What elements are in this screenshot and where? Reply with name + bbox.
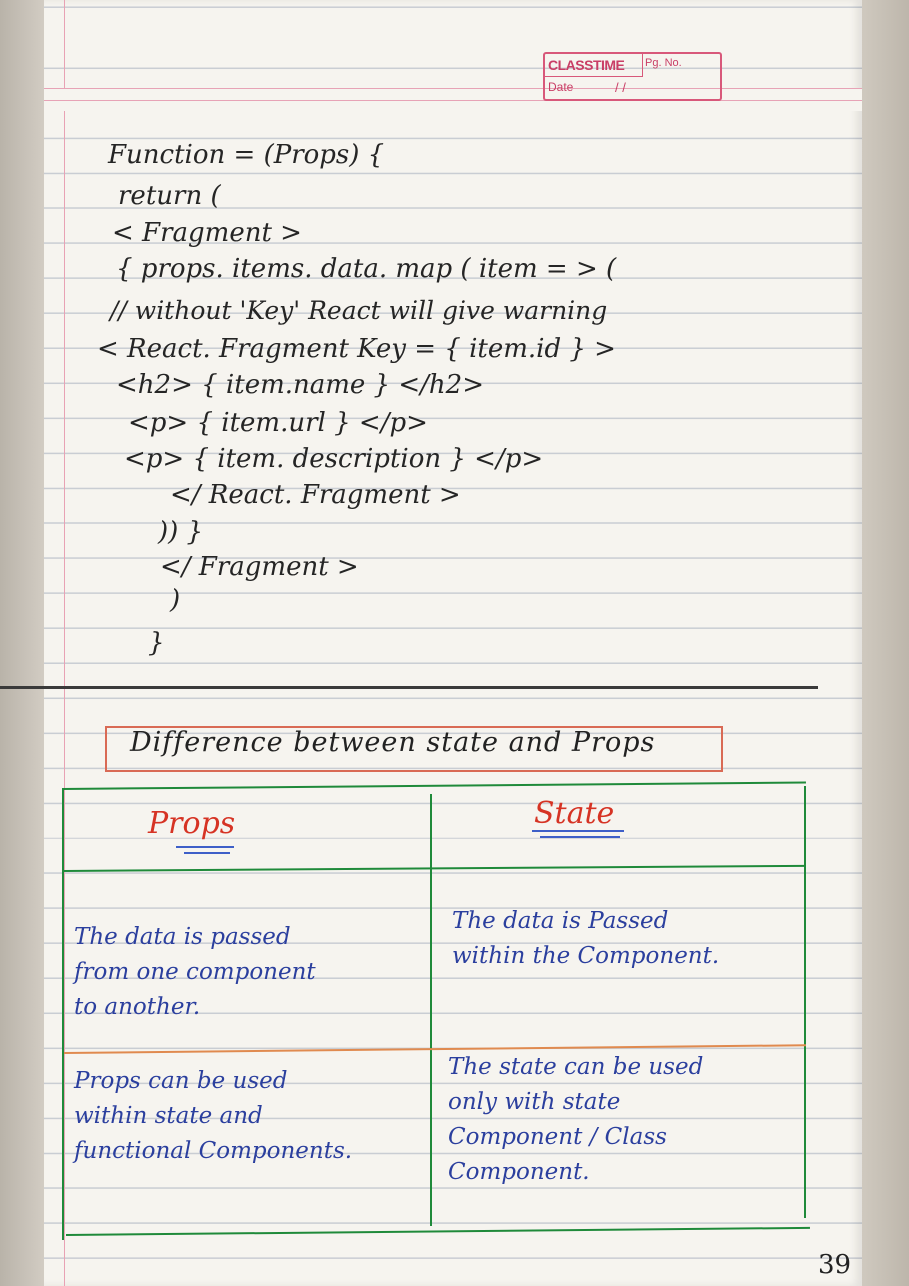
- code-line: { props. items. data. map ( item = > (: [116, 254, 617, 284]
- classtime-stamp: CLASSTIME Pg. No. Date / /: [543, 52, 722, 101]
- table-header-props: Props: [148, 806, 236, 841]
- table-cell-props-row1: The data is passed from one component to…: [74, 924, 316, 1020]
- code-line: <p> { item. description } </p>: [124, 444, 544, 474]
- code-line: )) }: [158, 517, 204, 547]
- section-title-box: [105, 726, 723, 772]
- state-underline-2: [540, 836, 620, 838]
- table-border-right: [804, 786, 806, 1218]
- table-cell-state-row2: The state can be used only with state Co…: [448, 1054, 704, 1185]
- code-line: return (: [118, 181, 221, 211]
- table-header-state: State: [534, 796, 615, 831]
- table-column-divider: [430, 794, 432, 1226]
- header-band-line: [44, 100, 862, 101]
- code-block: Function = (Props) { return ( < Fragment…: [0, 0, 616, 658]
- code-line: Function = (Props) {: [108, 140, 385, 170]
- section-divider: [0, 686, 818, 689]
- table-cell-props-row2: Props can be used within state and funct…: [74, 1068, 353, 1164]
- stamp-date-slashes: / /: [615, 80, 626, 95]
- notebook-left-edge: [0, 0, 44, 1286]
- page-number: 39: [818, 1250, 852, 1280]
- header-band: [44, 88, 862, 111]
- code-line: // without 'Key' React will give warning: [110, 296, 608, 325]
- props-underline-2: [184, 852, 230, 854]
- state-underline: [532, 830, 624, 832]
- table-cell-state-row1: The data is Passed within the Component.: [452, 908, 720, 969]
- code-line: ): [170, 585, 181, 615]
- code-line: </ React. Fragment >: [170, 480, 461, 510]
- section-title: Difference between state and Props: [130, 727, 656, 758]
- code-line: < React. Fragment Key = { item.id } >: [97, 334, 616, 364]
- notebook-right-edge: [862, 0, 909, 1286]
- code-line: }: [148, 628, 165, 658]
- props-underline: [176, 846, 234, 848]
- code-line: </ Fragment >: [160, 552, 359, 582]
- code-line: < Fragment >: [112, 218, 302, 248]
- margin-line: [64, 0, 65, 1286]
- stamp-date-label: Date: [548, 80, 574, 94]
- code-line: <p> { item.url } </p>: [128, 408, 428, 438]
- stamp-brand: CLASSTIME: [545, 54, 643, 77]
- notebook-page: [44, 0, 862, 1286]
- table-border-left: [62, 788, 64, 1240]
- stamp-page-label: Pg. No.: [645, 57, 682, 69]
- code-line: <h2> { item.name } </h2>: [116, 370, 484, 400]
